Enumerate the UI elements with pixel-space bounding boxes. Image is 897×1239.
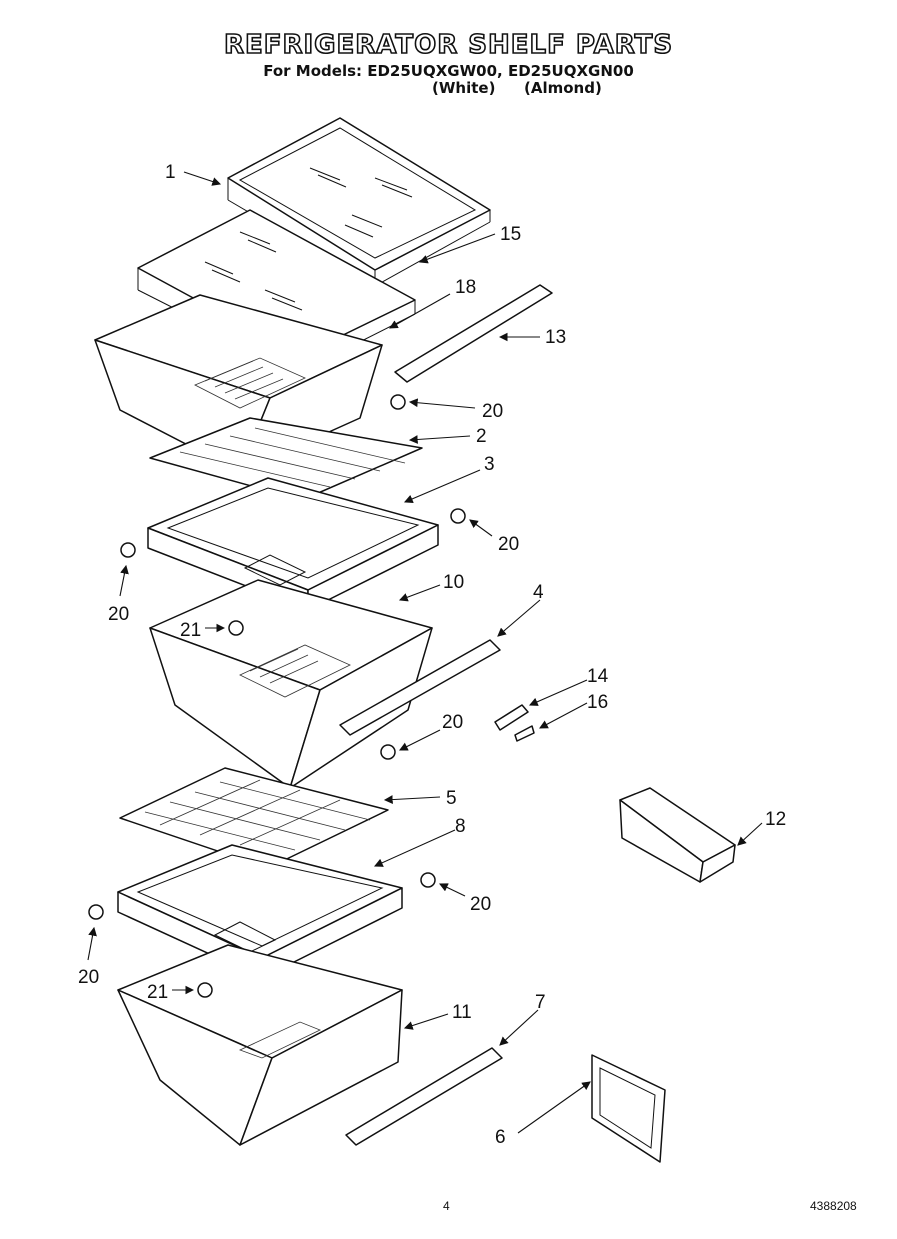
callout-2: 2	[476, 426, 487, 447]
part-6-filter-frame	[591, 1054, 666, 1163]
callout-11: 11	[452, 1002, 472, 1023]
callout-20-f: 20	[78, 967, 99, 988]
callout-8: 8	[455, 816, 466, 837]
part-16-clip	[514, 725, 535, 742]
callout-7: 7	[535, 992, 546, 1013]
part-12-storage-bin	[619, 787, 736, 883]
callout-20-b: 20	[498, 534, 519, 555]
callout-10: 10	[443, 572, 464, 593]
callout-3: 3	[484, 454, 495, 475]
callout-12: 12	[765, 809, 786, 830]
model-color-white: (White)	[432, 79, 496, 97]
callout-15: 15	[500, 224, 521, 245]
callout-18: 18	[455, 277, 476, 298]
leader-lines	[87, 171, 763, 1134]
document-code: 4388208	[810, 1199, 857, 1213]
page-number: 4	[443, 1199, 450, 1213]
callout-21-a: 21	[180, 620, 201, 641]
part-14-bracket	[494, 704, 529, 731]
callout-20-e: 20	[470, 894, 491, 915]
part-13-shelf-trim	[394, 284, 553, 383]
callout-20-c: 20	[108, 604, 129, 625]
model-color-almond: (Almond)	[524, 79, 602, 97]
callout-5: 5	[446, 788, 457, 809]
callout-20-a: 20	[482, 401, 503, 422]
fasteners	[88, 394, 466, 998]
callout-labels: 1 15 18 13 20 2 3 20 20 10 21 4 14 16 20…	[78, 162, 786, 1148]
callout-20-d: 20	[442, 712, 463, 733]
part-3-crisper-cover-frame	[147, 477, 439, 611]
models-line: For Models: ED25UQXGW00, ED25UQXGN00	[263, 62, 634, 80]
part-10-crisper-drawer	[149, 579, 433, 789]
callout-14: 14	[587, 666, 609, 687]
callout-16: 16	[587, 692, 608, 713]
page-title: REFRIGERATOR SHELF PARTS	[223, 29, 674, 61]
callout-21-b: 21	[147, 982, 168, 1003]
callout-13: 13	[545, 327, 566, 348]
part-4-shelf-trim	[339, 639, 501, 736]
callout-6: 6	[495, 1127, 506, 1148]
callout-1: 1	[165, 162, 176, 183]
part-7-shelf-trim	[345, 1047, 503, 1146]
callout-4: 4	[533, 582, 544, 603]
part-11-crisper-drawer	[117, 944, 403, 1146]
